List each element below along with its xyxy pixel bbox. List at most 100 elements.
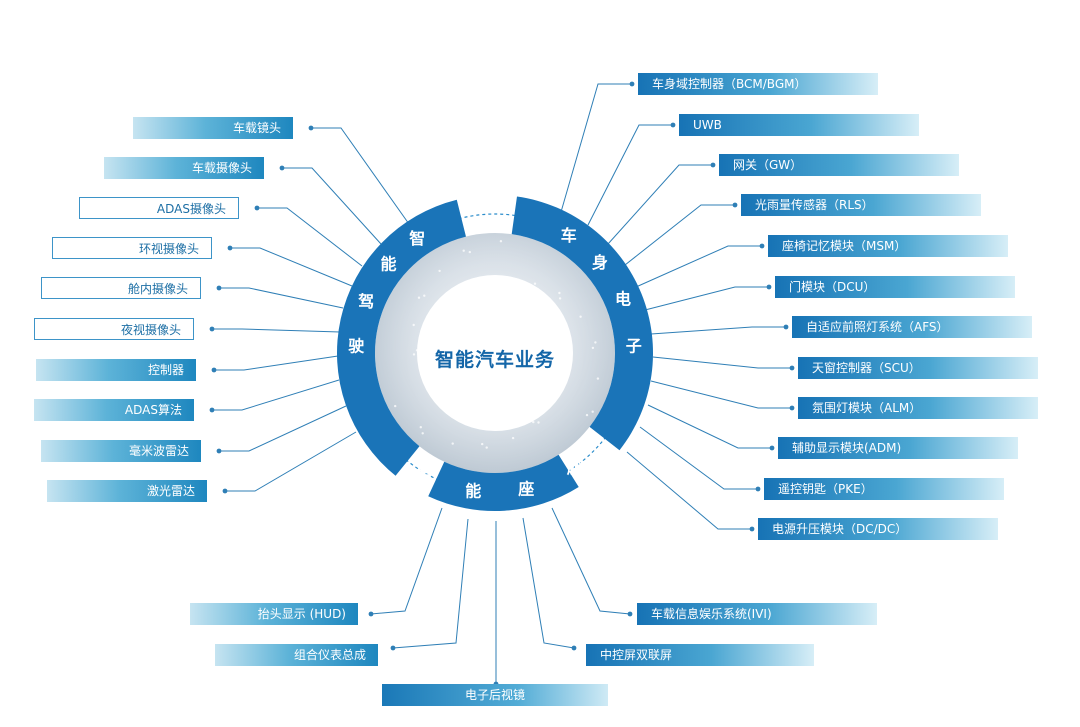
connector-right-1-dot xyxy=(629,81,635,87)
light-dot xyxy=(591,346,595,350)
light-dot xyxy=(412,353,416,356)
center-title: 智能汽车业务 xyxy=(434,349,555,371)
segment-body xyxy=(511,196,653,451)
connector-left-8-dot xyxy=(209,407,215,413)
segment-char-driving: 智 xyxy=(409,229,425,248)
left-label-1: 车载镜头 xyxy=(133,117,293,139)
segment-char-driving: 驶 xyxy=(348,337,364,356)
bottom-label-1: 抬头显示 (HUD) xyxy=(190,603,358,625)
segment-char-cockpit: 智 xyxy=(417,464,433,483)
left-label-5: 舱内摄像头 xyxy=(41,277,201,299)
right-label-4: 光雨量传感器（RLS） xyxy=(741,194,981,216)
light-dot xyxy=(417,296,421,299)
left-label-3: ADAS摄像头 xyxy=(79,197,239,219)
light-dot xyxy=(585,413,589,417)
light-dot xyxy=(421,432,424,435)
segment-char-driving: 能 xyxy=(380,255,396,274)
connector-bottom-4-dot xyxy=(627,611,633,617)
light-dot xyxy=(499,240,503,243)
light-dot xyxy=(485,446,488,449)
connector-right-11 xyxy=(639,426,758,490)
connector-left-5 xyxy=(219,287,344,309)
connector-left-7-dot xyxy=(211,367,217,373)
connector-left-6 xyxy=(212,328,341,333)
connector-right-8-dot xyxy=(789,365,795,371)
connector-right-9-dot xyxy=(789,405,795,411)
connector-right-6-dot xyxy=(766,284,772,290)
left-label-6: 夜视摄像头 xyxy=(34,318,194,340)
left-label-2: 车载摄像头 xyxy=(104,157,264,179)
connector-bottom-1 xyxy=(370,507,443,615)
connector-left-9-dot xyxy=(216,448,222,454)
connector-left-8 xyxy=(212,379,340,411)
connector-right-2 xyxy=(587,124,673,226)
connector-right-12-dot xyxy=(749,526,755,532)
segment-char-cockpit: 能 xyxy=(465,481,481,500)
right-label-6: 门模块（DCU） xyxy=(775,276,1015,298)
bottom-label-3: 电子后视镜 xyxy=(382,684,608,706)
connector-right-10 xyxy=(647,404,772,449)
light-dot xyxy=(591,410,594,413)
connector-left-3-dot xyxy=(254,205,260,211)
light-dot xyxy=(468,250,471,254)
right-label-7: 自适应前照灯系统（AFS） xyxy=(792,316,1032,338)
connector-right-4-dot xyxy=(732,202,738,208)
light-dot xyxy=(412,323,415,327)
connector-right-9 xyxy=(650,380,792,409)
connector-left-2 xyxy=(282,167,382,245)
connector-left-9 xyxy=(219,405,347,452)
right-label-3: 网关（GW） xyxy=(719,154,959,176)
light-dot xyxy=(537,421,540,424)
segment-char-cockpit: 座 xyxy=(517,479,534,498)
segment-driving xyxy=(337,199,466,476)
light-dot xyxy=(532,420,535,424)
light-dot xyxy=(423,294,426,297)
connector-bottom-5 xyxy=(522,517,575,649)
right-label-11: 遥控钥匙（PKE） xyxy=(764,478,1004,500)
connector-right-10-dot xyxy=(769,445,775,451)
left-label-9: 毫米波雷达 xyxy=(41,440,201,462)
connector-left-3 xyxy=(257,207,363,267)
light-dot xyxy=(419,426,422,429)
light-dot xyxy=(394,404,397,408)
light-dot xyxy=(533,282,537,285)
connector-right-12 xyxy=(626,451,752,530)
light-dot xyxy=(511,436,515,440)
right-label-5: 座椅记忆模块（MSM） xyxy=(768,235,1008,257)
segment-char-driving: 驾 xyxy=(357,292,374,311)
light-dot xyxy=(594,341,597,344)
right-label-2: UWB xyxy=(679,114,919,136)
connector-bottom-2-dot xyxy=(390,645,396,651)
connector-right-11-dot xyxy=(755,486,761,492)
connector-right-3 xyxy=(607,164,713,245)
light-dot xyxy=(438,269,441,273)
connector-left-7 xyxy=(214,355,339,371)
left-label-4: 环视摄像头 xyxy=(52,237,212,259)
light-dot xyxy=(558,297,562,300)
connector-right-7 xyxy=(650,326,786,335)
light-dot xyxy=(462,249,465,252)
connector-bottom-5-dot xyxy=(571,645,577,651)
light-dot xyxy=(451,442,454,445)
light-dot xyxy=(579,315,582,318)
segment-char-body: 电 xyxy=(615,290,631,309)
left-label-8: ADAS算法 xyxy=(34,399,194,421)
segment-char-cockpit: 舱 xyxy=(567,458,584,477)
bottom-label-5: 中控屏双联屏 xyxy=(586,644,814,666)
connector-left-6-dot xyxy=(209,326,215,332)
center-ring: 智能驾驶车身电子智能座舱 xyxy=(337,196,653,511)
connector-bottom-4 xyxy=(551,507,631,615)
connector-right-6 xyxy=(644,286,769,311)
right-label-1: 车身域控制器（BCM/BGM） xyxy=(638,73,878,95)
segment-char-body: 车 xyxy=(561,226,577,245)
connector-left-4-dot xyxy=(227,245,233,251)
light-dot xyxy=(596,377,600,380)
segment-cockpit xyxy=(428,454,579,511)
connector-left-2-dot xyxy=(279,165,285,171)
connector-left-5-dot xyxy=(216,285,222,291)
connector-right-5-dot xyxy=(759,243,765,249)
connector-right-2-dot xyxy=(670,122,676,128)
segment-char-body: 身 xyxy=(592,253,608,272)
right-label-12: 电源升压模块（DC/DC） xyxy=(758,518,998,540)
